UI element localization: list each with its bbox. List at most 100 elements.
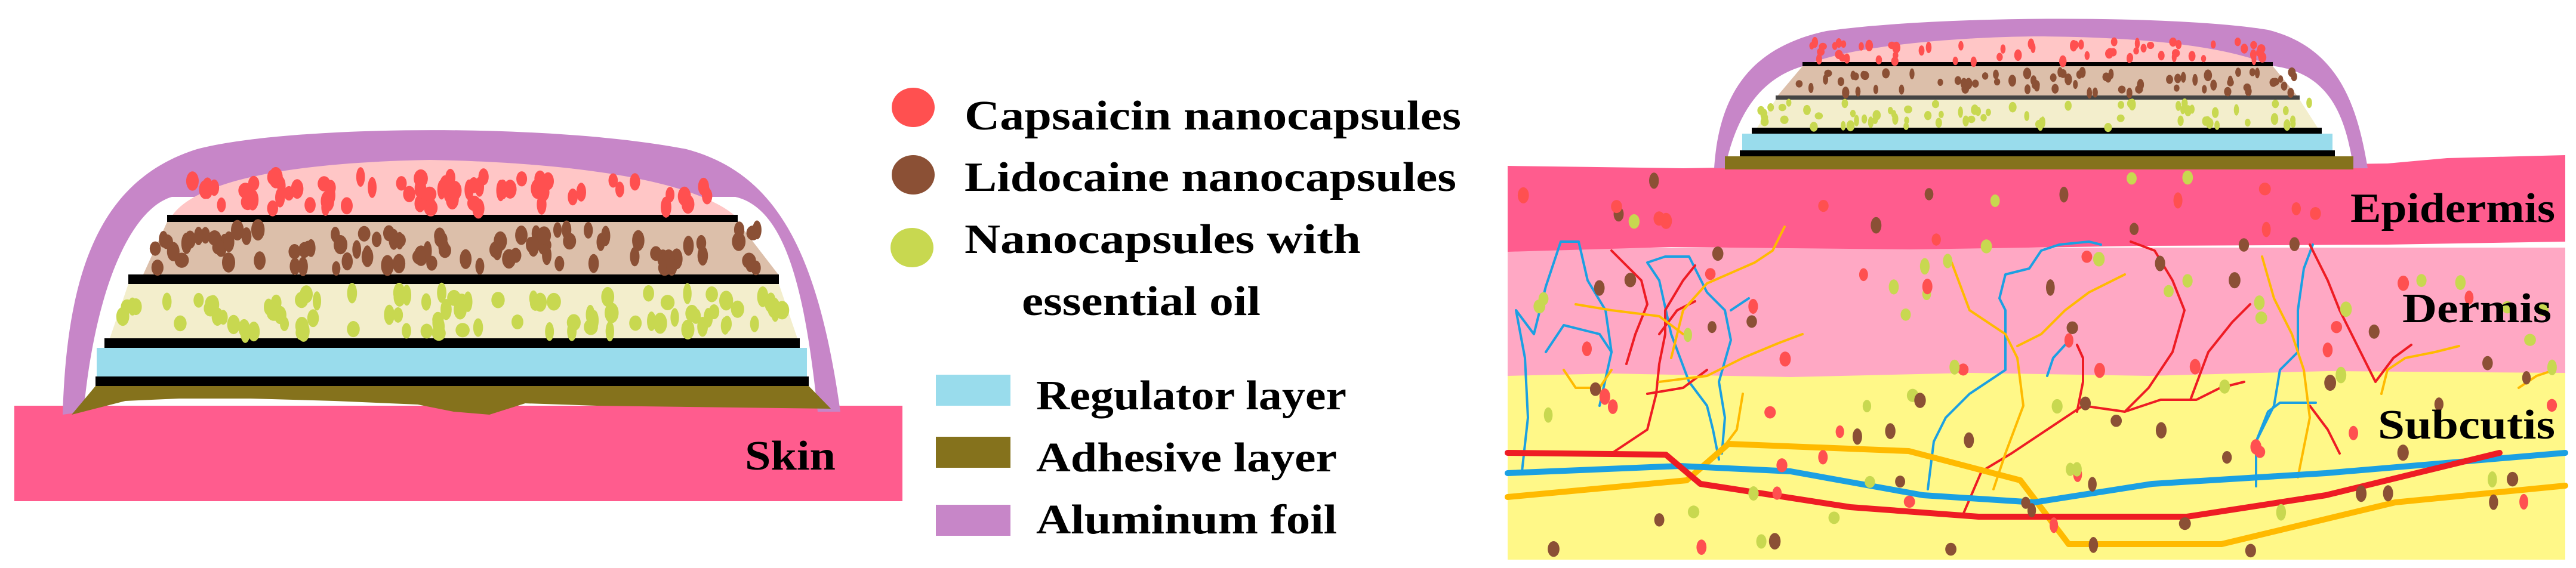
capsaicin-dot (1816, 54, 1822, 65)
essential-oil-dot (545, 322, 554, 341)
essential-oil-dot (681, 319, 695, 339)
essential-oil-dot (2116, 114, 2125, 122)
nerve-branch (1574, 303, 1684, 335)
capsaicin-dot (2050, 517, 2059, 533)
essential-oil-dot (1868, 116, 1874, 128)
capsaicin-dot (2234, 37, 2241, 47)
essential-oil-dot (2233, 104, 2239, 116)
essential-oil-dot (204, 300, 217, 317)
essential-oil-dot (584, 319, 598, 335)
essential-oil-dot (2104, 122, 2112, 132)
essential-oil-dot (1900, 308, 1911, 321)
artery-branch (2309, 243, 2412, 383)
capsaicin-dot (267, 169, 276, 185)
capsaicin-dot (1835, 38, 1842, 48)
lidocaine-dot (439, 243, 451, 258)
capsaicin-dot (1772, 486, 1782, 500)
lidocaine-dot (1712, 246, 1724, 261)
lidocaine-dot (2155, 422, 2167, 439)
lidocaine-legend-dot (892, 155, 935, 195)
nerve-branch (2380, 345, 2460, 395)
essential-oil-dot (1810, 122, 1818, 132)
lidocaine-dot (392, 254, 406, 274)
capsaicin-dot (1835, 425, 1844, 439)
essential-oil-dot (719, 291, 734, 311)
essential-oil-dot (307, 309, 319, 328)
essential-oil-dot (420, 323, 433, 339)
lidocaine-dot (1993, 78, 2001, 86)
lidocaine-dot (358, 226, 371, 242)
capsaicin-dot (2291, 202, 2301, 215)
lidocaine-dot (2249, 68, 2255, 76)
lidocaine-dot (361, 246, 374, 267)
essential-oil-dot (295, 291, 309, 308)
lidocaine-dot (528, 236, 539, 257)
essential-oil-dot (1865, 476, 1875, 488)
nerve-branch (1658, 333, 1804, 383)
nerve-branch (1670, 226, 1786, 359)
adhesive-legend-swatch (936, 437, 1010, 468)
lidocaine-dot (2033, 82, 2040, 92)
capsaicin-dot (496, 180, 506, 202)
essential-oil-dot (447, 289, 461, 306)
capsaicin-dot (202, 177, 213, 199)
lidocaine-dot (1937, 78, 1943, 86)
lidocaine-dot (2192, 73, 2198, 86)
essential-oil-dot (1919, 258, 1930, 275)
essential-oil-dot (2284, 119, 2291, 131)
lidocaine-dot (2174, 73, 2181, 84)
essential-oil-dot (2537, 302, 2549, 316)
capsaicin-dot (2331, 320, 2343, 334)
dermis-label: Dermis (2402, 286, 2552, 332)
essential-oil-dot (1854, 115, 1859, 126)
capsaicin-dot (1611, 200, 1622, 214)
capsaicin-dot (326, 185, 335, 205)
lidocaine-dot (2045, 279, 2055, 296)
lidocaine-dot (1971, 79, 1979, 88)
lidocaine-dot (1861, 71, 1869, 81)
essential-oil-dot (1814, 112, 1823, 120)
lidocaine-dot (303, 240, 312, 257)
lidocaine-dot (2021, 496, 2030, 509)
lidocaine-dot (2092, 87, 2098, 98)
separator-line (1776, 95, 2300, 100)
artery-branch (2309, 405, 2341, 455)
separator-line (1802, 62, 2273, 66)
capsaicin-dot (340, 197, 353, 215)
lidocaine-dot (2088, 477, 2097, 492)
lidocaine-dot (1871, 217, 1882, 234)
essential-oil-dot (2245, 118, 2251, 127)
lidocaine-dot (2057, 67, 2063, 78)
essential-oil-dot (2219, 379, 2230, 394)
capsaicin-dot (1875, 55, 1882, 64)
capsaicin-dot (2261, 221, 2271, 237)
lidocaine-dot (502, 249, 516, 269)
lidocaine-dot (562, 220, 572, 239)
regulator-legend-swatch (936, 375, 1010, 406)
lidocaine-dot (2522, 371, 2531, 385)
lidocaine-dot (650, 246, 662, 261)
lidocaine-dot (2051, 84, 2059, 94)
lidocaine-dot (332, 261, 341, 276)
nerve-branch (1563, 369, 1613, 389)
essential-oil-dot (2214, 121, 2220, 130)
essential-oil-dot (1971, 104, 1979, 115)
lidocaine-dot (2202, 85, 2207, 94)
legend-label-essential-oil: Nanocapsules with (965, 217, 1361, 263)
capsaicin-dot (2176, 39, 2182, 50)
lidocaine-dot (2482, 356, 2493, 371)
essential-oil-dot (1958, 106, 1963, 118)
capsaicin-dot (2251, 54, 2257, 66)
capsaicin-dot (1599, 388, 1610, 405)
essential-oil-dot (402, 323, 411, 339)
essential-oil-dot (643, 285, 654, 302)
lidocaine-dot (251, 219, 265, 241)
lidocaine-dot (159, 230, 168, 248)
essential-oil-dot (1543, 407, 1553, 423)
nanocapsule-dots (1517, 36, 2557, 558)
essential-oil-dot (601, 286, 615, 307)
nanocapsule-dots (116, 166, 790, 343)
lidocaine-dot (2289, 237, 2300, 251)
lidocaine-dot (1945, 542, 1957, 556)
capsaicin-dot (2140, 44, 2147, 53)
